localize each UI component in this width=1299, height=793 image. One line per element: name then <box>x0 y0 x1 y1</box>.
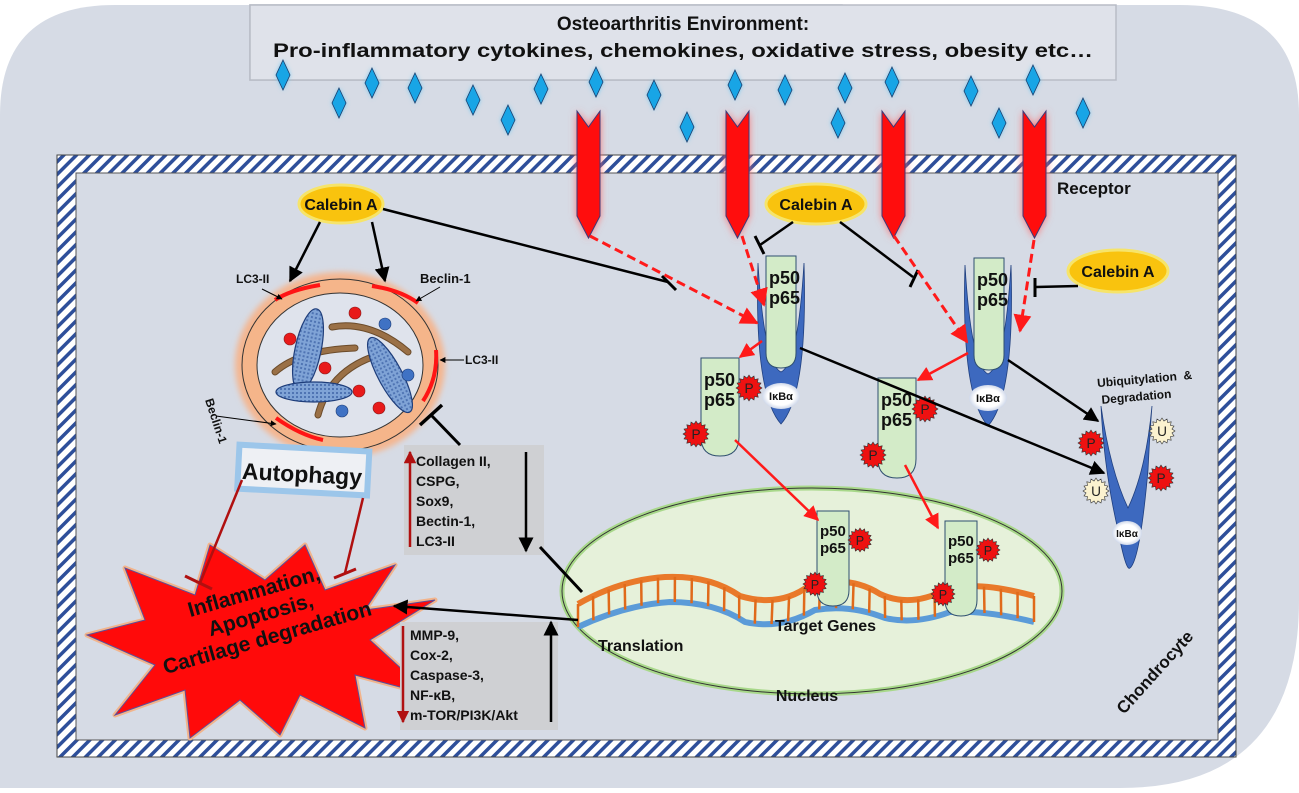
dna-rung <box>853 583 854 609</box>
phospho-badge: P <box>736 375 762 401</box>
svg-text:p65: p65 <box>769 288 800 308</box>
upregulated-box: Collagen II, CSPG, Sox9, Bectin-1, LC3-II <box>404 445 544 555</box>
lc3-label-right: LC3-II <box>465 353 498 367</box>
svg-text:P: P <box>939 588 947 602</box>
calebin-a-center: Calebin A <box>766 184 866 224</box>
phospho-badge: P <box>860 442 886 468</box>
svg-text:p65: p65 <box>948 550 974 567</box>
svg-text:p50: p50 <box>820 523 846 540</box>
svg-text:P: P <box>1086 436 1095 451</box>
svg-text:IκBα: IκBα <box>1116 529 1139 540</box>
upregulated-item: LC3-II <box>416 533 455 549</box>
upregulated-item: Bectin-1, <box>416 513 475 529</box>
dna-rung <box>772 600 773 624</box>
svg-text:P: P <box>811 578 819 592</box>
svg-text:p65: p65 <box>977 290 1008 310</box>
downregulated-item: m-TOR/PI3K/Akt <box>410 707 518 723</box>
organelle <box>276 382 352 402</box>
calebin-a-top-left: Calebin A <box>299 185 383 223</box>
phospho-badge: P <box>1078 430 1104 456</box>
upregulated-item: CSPG, <box>416 473 460 489</box>
dna-rung <box>755 599 756 623</box>
svg-text:P: P <box>691 427 700 442</box>
svg-text:p65: p65 <box>820 540 846 557</box>
svg-text:U: U <box>1157 424 1167 439</box>
environment-title: Osteoarthritis Environment: <box>557 14 809 35</box>
receptor-label: Receptor <box>1057 179 1131 198</box>
environment-subtitle: Pro-inflammatory cytokines, chemokines, … <box>273 41 1093 62</box>
svg-text:P: P <box>856 534 864 548</box>
upregulated-item: Sox9, <box>416 493 453 509</box>
phospho-badge: P <box>803 572 827 596</box>
calebin-label: Calebin A <box>779 197 853 214</box>
svg-text:p50: p50 <box>704 370 735 390</box>
target-genes-label: Target Genes <box>775 618 876 635</box>
downregulated-box: MMP-9, Cox-2, Caspase-3, NF-κB, m-TOR/PI3K/A… <box>400 622 558 730</box>
svg-text:P: P <box>744 381 753 396</box>
svg-text:IκBα: IκBα <box>976 393 1000 405</box>
svg-text:P: P <box>920 402 929 417</box>
calebin-label: Calebin A <box>1081 264 1155 281</box>
phospho-badge: P <box>1148 465 1174 491</box>
receptor-icon <box>577 111 600 238</box>
upregulated-item: Collagen II, <box>416 453 491 469</box>
svg-text:P: P <box>1156 471 1165 486</box>
svg-text:U: U <box>1091 484 1101 499</box>
phospho-badge: P <box>976 538 1000 562</box>
svg-text:p50: p50 <box>977 270 1008 290</box>
environment-box: Osteoarthritis Environment: Pro-inflamma… <box>250 5 1116 80</box>
downregulated-item: NF-κB, <box>410 687 455 703</box>
beclin-label-top: Beclin-1 <box>420 271 471 286</box>
svg-text:p50: p50 <box>948 533 974 550</box>
calebin-label: Calebin A <box>304 197 378 214</box>
lc3-label-top: LC3-II <box>236 272 269 286</box>
receptor-icon <box>1023 111 1046 238</box>
downregulated-item: Caspase-3, <box>410 667 484 683</box>
svg-text:p50: p50 <box>769 268 800 288</box>
downregulated-item: MMP-9, <box>410 627 459 643</box>
receptor-icon <box>882 111 905 238</box>
phospho-badge: P <box>848 528 872 552</box>
autophagy-box: Autophagy <box>237 445 369 496</box>
ubiquitin-badge: U <box>1083 478 1109 504</box>
phospho-badge: P <box>683 421 709 447</box>
dna-rung <box>869 588 870 612</box>
svg-text:p65: p65 <box>704 390 735 410</box>
phospho-badge: P <box>931 582 955 606</box>
downregulated-item: Cox-2, <box>410 647 453 663</box>
calebin-a-right: Calebin A <box>1068 250 1168 292</box>
autophagosome <box>235 272 445 458</box>
svg-text:IκBα: IκBα <box>769 391 793 403</box>
svg-text:P: P <box>984 544 992 558</box>
receptor-icon <box>726 111 749 238</box>
translation-label: Translation <box>598 638 683 655</box>
nucleus-label: Nucleus <box>776 688 838 705</box>
svg-text:P: P <box>868 448 877 463</box>
svg-text:p65: p65 <box>881 410 912 430</box>
ubiquitin-badge: U <box>1149 418 1175 444</box>
